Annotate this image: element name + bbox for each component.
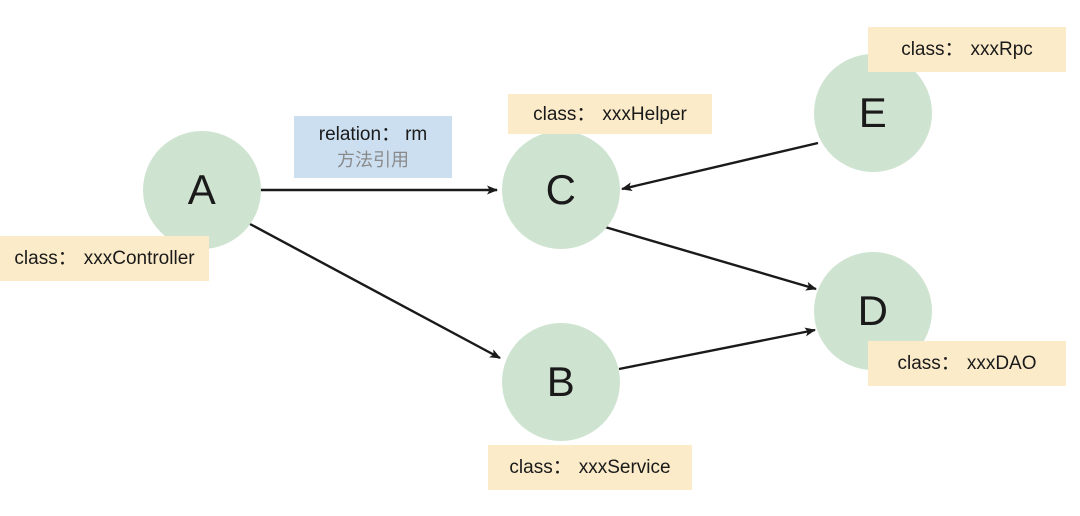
class-tag-service: class： xxxService — [488, 445, 692, 490]
node-c-label: C — [545, 166, 577, 213]
node-b-label: B — [546, 358, 576, 405]
relation-tag-separator: ： — [381, 124, 401, 146]
relation-tag-a-c: relation：rm 方法引用 — [294, 116, 452, 178]
node-b[interactable]: B — [502, 323, 620, 441]
relation-tag-key: relation — [318, 124, 382, 146]
edge-b-d — [618, 327, 816, 371]
class-tag-separator: ： — [940, 353, 960, 374]
class-tag-helper: class： xxxHelper — [508, 94, 712, 134]
node-a-label: A — [187, 166, 217, 213]
class-tag-key: class — [509, 457, 553, 478]
class-tag-separator: ： — [552, 457, 572, 478]
class-tag-separator: ： — [944, 39, 964, 60]
relation-tag-primary: relation：rm — [319, 122, 428, 148]
class-tag-value: xxxRpc — [970, 39, 1033, 60]
relation-tag-value: rm — [405, 124, 428, 146]
class-tag-rpc: class： xxxRpc — [868, 27, 1066, 72]
class-tag-key: class — [14, 248, 58, 269]
node-e-label: E — [858, 89, 888, 136]
class-tag-dao: class： xxxDAO — [868, 341, 1066, 386]
class-tag-key: class — [901, 39, 945, 60]
edge-a-b — [249, 222, 501, 360]
class-tag-separator: ： — [57, 248, 77, 269]
class-tag-key: class — [897, 353, 941, 374]
edge-e-c — [621, 141, 819, 192]
node-a[interactable]: A — [143, 131, 261, 249]
class-tag-separator: ： — [576, 103, 596, 125]
class-tag-value: xxxService — [578, 457, 671, 478]
class-tag-key: class — [533, 103, 577, 125]
node-e[interactable]: E — [814, 54, 932, 172]
class-tag-value: xxxHelper — [602, 103, 687, 125]
class-tag-value: xxxDAO — [966, 353, 1037, 374]
class-tag-value: xxxController — [83, 248, 195, 269]
node-d-label: D — [857, 287, 889, 334]
class-tag-controller: class： xxxController — [0, 236, 209, 281]
edge-c-d — [604, 225, 817, 291]
node-c[interactable]: C — [502, 131, 620, 249]
relation-tag-secondary: 方法引用 — [337, 149, 409, 170]
